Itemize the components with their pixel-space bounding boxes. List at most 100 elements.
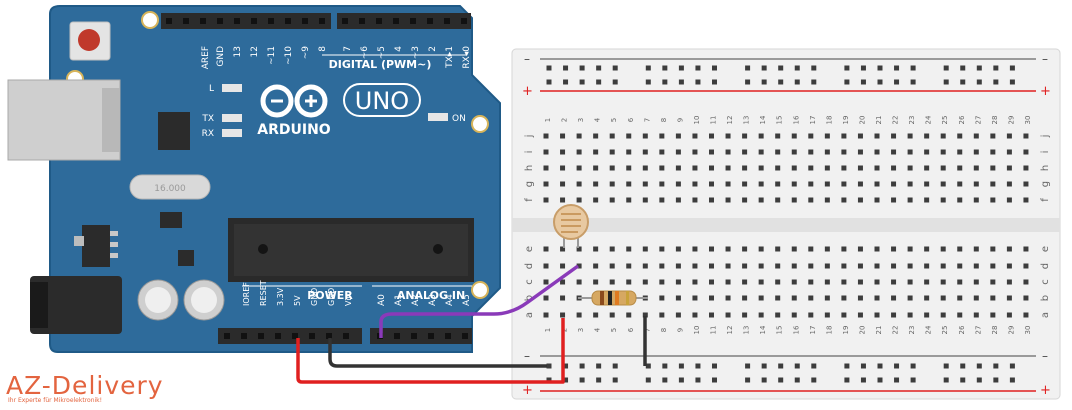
terminal-hole[interactable]	[874, 279, 880, 285]
header-pin-hole[interactable]	[462, 333, 468, 339]
rail-hole[interactable]	[678, 65, 684, 71]
rail-hole[interactable]	[877, 377, 883, 383]
header-pin-hole[interactable]	[234, 18, 240, 24]
header-pin-hole[interactable]	[258, 333, 264, 339]
terminal-hole[interactable]	[907, 312, 913, 318]
terminal-hole[interactable]	[659, 197, 665, 203]
terminal-hole[interactable]	[808, 279, 814, 285]
rail-hole[interactable]	[976, 65, 982, 71]
rail-hole[interactable]	[976, 363, 982, 369]
terminal-hole[interactable]	[659, 295, 665, 301]
terminal-hole[interactable]	[924, 165, 930, 171]
terminal-hole[interactable]	[791, 312, 797, 318]
terminal-hole[interactable]	[725, 197, 731, 203]
terminal-hole[interactable]	[924, 197, 930, 203]
rail-hole[interactable]	[662, 363, 668, 369]
terminal-hole[interactable]	[957, 279, 963, 285]
terminal-hole[interactable]	[990, 197, 996, 203]
terminal-hole[interactable]	[692, 279, 698, 285]
rail-hole[interactable]	[761, 65, 767, 71]
terminal-hole[interactable]	[874, 246, 880, 252]
terminal-hole[interactable]	[576, 181, 582, 187]
terminal-hole[interactable]	[758, 263, 764, 269]
rail-hole[interactable]	[563, 79, 569, 85]
rail-hole[interactable]	[844, 65, 850, 71]
terminal-hole[interactable]	[1006, 246, 1012, 252]
wire-a0[interactable]	[379, 264, 580, 338]
rail-hole[interactable]	[943, 377, 949, 383]
terminal-hole[interactable]	[543, 165, 549, 171]
rail-hole[interactable]	[910, 79, 916, 85]
terminal-hole[interactable]	[857, 181, 863, 187]
terminal-hole[interactable]	[543, 149, 549, 155]
rail-hole[interactable]	[993, 79, 999, 85]
terminal-hole[interactable]	[907, 246, 913, 252]
terminal-hole[interactable]	[576, 279, 582, 285]
terminal-hole[interactable]	[957, 246, 963, 252]
header-pin-hole[interactable]	[166, 18, 172, 24]
terminal-hole[interactable]	[907, 197, 913, 203]
terminal-hole[interactable]	[626, 312, 632, 318]
rail-hole[interactable]	[596, 79, 602, 85]
terminal-hole[interactable]	[675, 133, 681, 139]
terminal-hole[interactable]	[642, 312, 648, 318]
terminal-hole[interactable]	[675, 312, 681, 318]
terminal-hole[interactable]	[990, 149, 996, 155]
rail-hole[interactable]	[960, 65, 966, 71]
header-pin-hole[interactable]	[224, 333, 230, 339]
terminal-hole[interactable]	[626, 263, 632, 269]
rail-hole[interactable]	[877, 79, 883, 85]
terminal-hole[interactable]	[824, 312, 830, 318]
terminal-hole[interactable]	[593, 133, 599, 139]
terminal-hole[interactable]	[924, 263, 930, 269]
terminal-hole[interactable]	[1006, 149, 1012, 155]
terminal-hole[interactable]	[973, 246, 979, 252]
terminal-hole[interactable]	[1023, 181, 1029, 187]
rail-hole[interactable]	[612, 363, 618, 369]
terminal-hole[interactable]	[725, 279, 731, 285]
rail-hole[interactable]	[778, 363, 784, 369]
terminal-hole[interactable]	[857, 246, 863, 252]
header-pin-hole[interactable]	[444, 18, 450, 24]
terminal-hole[interactable]	[841, 149, 847, 155]
terminal-hole[interactable]	[543, 279, 549, 285]
terminal-hole[interactable]	[709, 165, 714, 171]
terminal-hole[interactable]	[576, 263, 582, 269]
rail-hole[interactable]	[761, 363, 767, 369]
terminal-hole[interactable]	[857, 149, 863, 155]
terminal-hole[interactable]	[593, 181, 599, 187]
terminal-hole[interactable]	[775, 312, 781, 318]
header-pin-hole[interactable]	[427, 18, 433, 24]
terminal-hole[interactable]	[775, 149, 781, 155]
terminal-hole[interactable]	[659, 149, 665, 155]
terminal-hole[interactable]	[675, 181, 681, 187]
rail-hole[interactable]	[745, 79, 751, 85]
terminal-hole[interactable]	[1023, 165, 1029, 171]
terminal-hole[interactable]	[675, 165, 681, 171]
terminal-hole[interactable]	[857, 133, 863, 139]
rail-hole[interactable]	[712, 377, 717, 383]
terminal-hole[interactable]	[924, 246, 930, 252]
rail-hole[interactable]	[778, 377, 784, 383]
terminal-hole[interactable]	[824, 263, 830, 269]
terminal-hole[interactable]	[725, 133, 731, 139]
terminal-hole[interactable]	[907, 263, 913, 269]
terminal-hole[interactable]	[841, 279, 847, 285]
terminal-hole[interactable]	[808, 295, 814, 301]
terminal-hole[interactable]	[675, 263, 681, 269]
terminal-hole[interactable]	[924, 133, 930, 139]
terminal-hole[interactable]	[642, 133, 648, 139]
terminal-hole[interactable]	[891, 279, 897, 285]
terminal-hole[interactable]	[642, 279, 648, 285]
header-pin-hole[interactable]	[217, 18, 223, 24]
header-pin-hole[interactable]	[445, 333, 451, 339]
rail-hole[interactable]	[910, 377, 916, 383]
rail-hole[interactable]	[976, 377, 982, 383]
terminal-hole[interactable]	[642, 263, 648, 269]
terminal-hole[interactable]	[808, 246, 814, 252]
terminal-hole[interactable]	[841, 295, 847, 301]
terminal-hole[interactable]	[560, 133, 566, 139]
terminal-hole[interactable]	[891, 165, 897, 171]
rail-hole[interactable]	[579, 377, 585, 383]
terminal-hole[interactable]	[940, 263, 946, 269]
